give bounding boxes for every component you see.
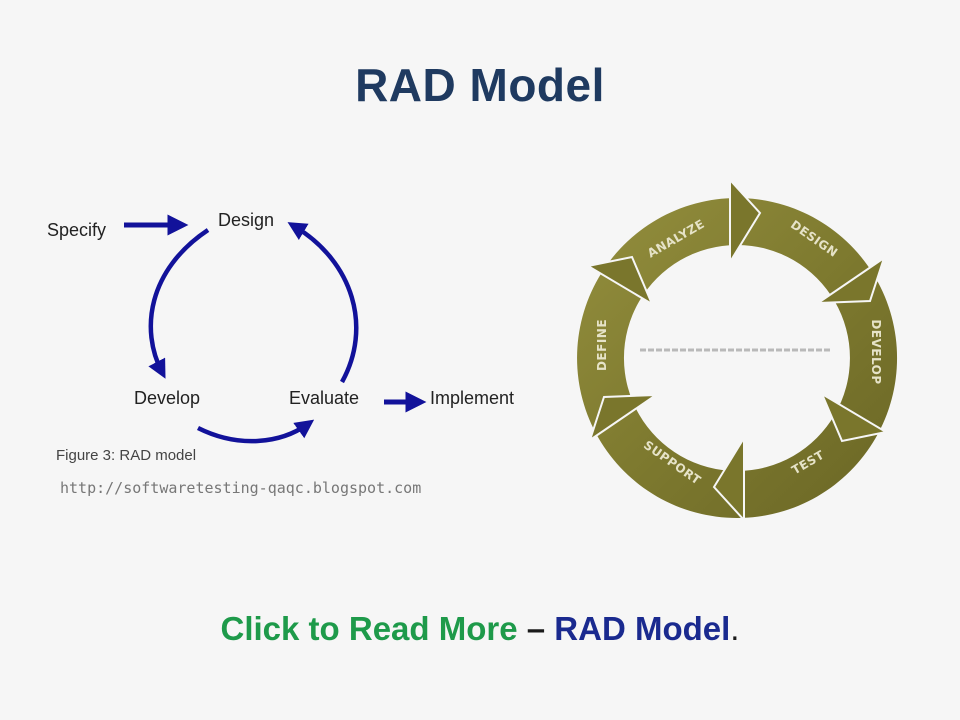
arrowhead-5 — [588, 393, 660, 443]
node-implement: Implement — [430, 388, 514, 408]
footer-period: . — [730, 610, 740, 647]
node-develop: Develop — [134, 388, 200, 408]
footer-separator: – — [526, 610, 546, 647]
evaluate-to-design-arrow — [287, 222, 359, 384]
segment-define: DEFINE — [595, 319, 609, 371]
arrowhead-2 — [814, 255, 886, 305]
slide-title: RAD Model — [355, 59, 605, 111]
ring-band — [577, 198, 898, 518]
footer-link-line[interactable]: Click to Read More – RAD Model. — [0, 610, 960, 648]
arrowhead-4 — [712, 434, 745, 523]
arrowhead-1 — [729, 177, 762, 266]
segment-develop: DEVELOP — [869, 319, 883, 384]
design-to-develop-arrow — [148, 228, 210, 379]
figure-caption: Figure 3: RAD model — [56, 447, 196, 464]
node-specify: Specify — [47, 220, 106, 240]
node-design: Design — [218, 210, 274, 230]
source-url: http://softwaretesting-qaqc.blogspot.com — [60, 479, 421, 497]
arrowhead-3 — [819, 391, 889, 443]
node-evaluate: Evaluate — [289, 388, 359, 408]
develop-to-evaluate-arrow — [196, 419, 315, 444]
lifecycle-ring: ANALYZE DESIGN DEVELOP TEST SUPPORT DEFI… — [577, 177, 898, 523]
rad-model-link[interactable]: RAD Model — [554, 610, 731, 647]
ring-arrowheads — [585, 177, 889, 523]
arrowhead-6 — [585, 255, 655, 307]
read-more-link[interactable]: Click to Read More — [220, 610, 518, 647]
